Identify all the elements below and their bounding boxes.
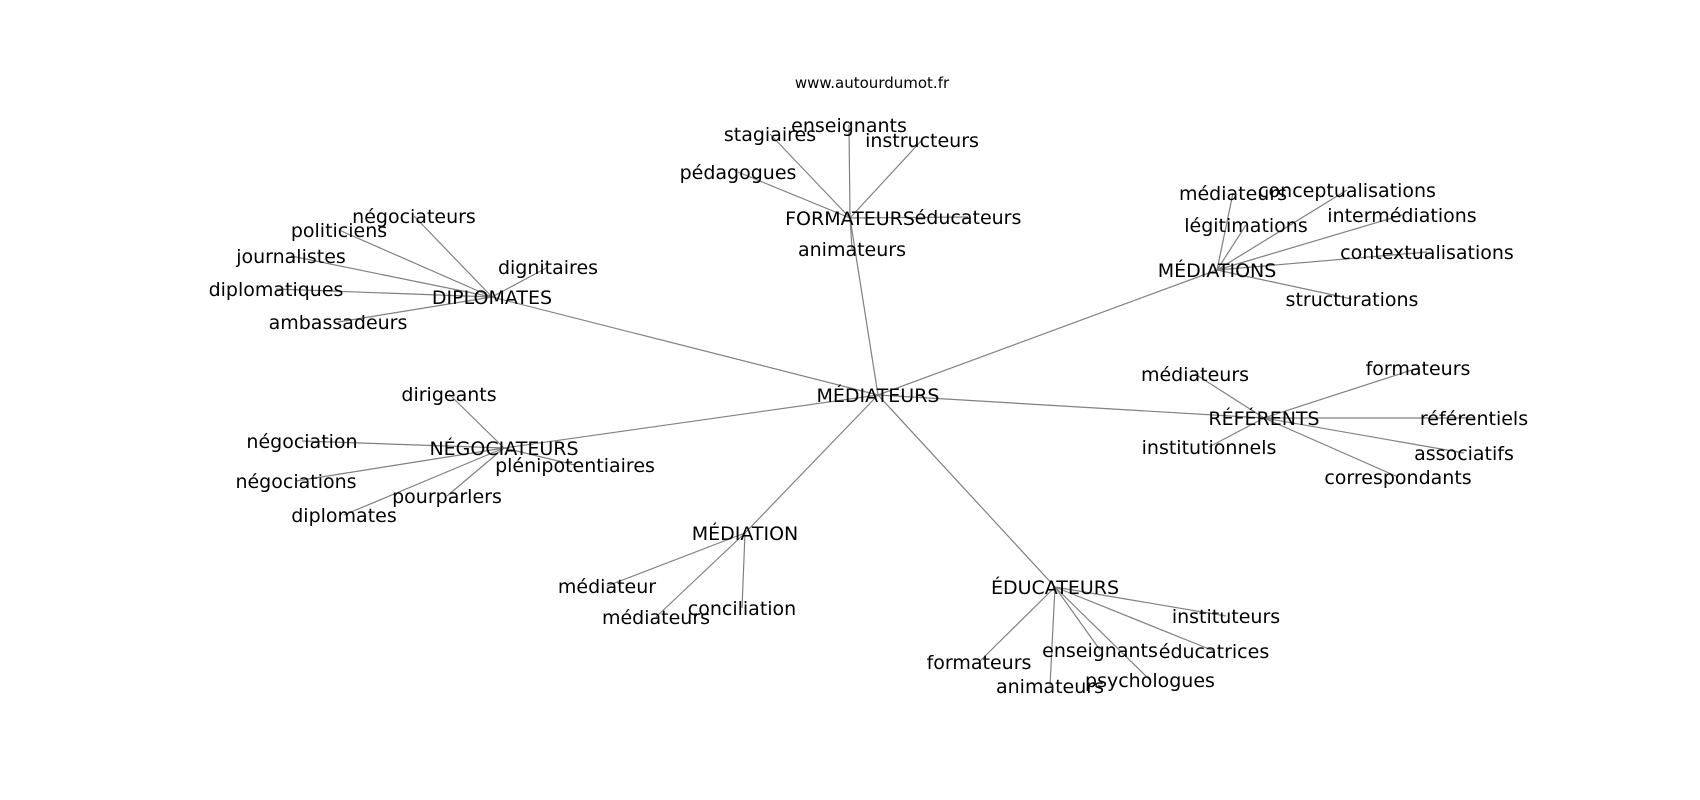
edge-hub-leaf (343, 447, 505, 516)
leaf-node: négociation (246, 431, 357, 453)
leaf-node: instituteurs (1172, 606, 1280, 628)
edge-hub-leaf (448, 393, 505, 449)
leaf-node: animateurs (798, 239, 906, 261)
edge-root-hub (877, 269, 1218, 396)
edge-hub-leaf (655, 532, 746, 618)
leaf-node: médiateurs (1179, 183, 1287, 205)
leaf-node: politiciens (291, 220, 387, 242)
edge-hub-leaf (446, 447, 505, 497)
leaf-node: structurations (1286, 289, 1419, 311)
hub-node: MÉDIATIONS (1158, 259, 1277, 282)
hub-node: RÉFÉRENTS (1208, 407, 1319, 430)
edge-hub-leaf (1054, 586, 1151, 681)
edge-hub-leaf (978, 586, 1056, 663)
leaf-node: médiateur (558, 576, 656, 598)
edge-hub-leaf (295, 447, 505, 482)
hub-node: ÉDUCATEURS (991, 576, 1119, 599)
edge-hub-leaf (275, 288, 493, 298)
edge-hub-leaf (1216, 189, 1348, 271)
edge-hub-leaf (1216, 214, 1403, 271)
leaf-node: formateurs (1366, 358, 1471, 380)
edge-hub-leaf (1054, 586, 1227, 617)
leaf-node: négociateurs (352, 206, 476, 228)
edge-hub-leaf (337, 296, 493, 323)
edges (275, 124, 1474, 687)
edge-root-hub (877, 394, 1056, 588)
edge-hub-leaf (1216, 192, 1234, 271)
leaf-node: contextualisations (1340, 242, 1514, 264)
edge-hub-leaf (737, 171, 851, 219)
leaf-node: référentiels (1420, 408, 1528, 430)
leaf-node: pédagogues (680, 162, 797, 184)
edge-hub-leaf (1263, 367, 1419, 419)
edge-root-hub (849, 217, 879, 396)
labels: MÉDIATEURSFORMATEURSstagiairesenseignant… (209, 115, 1529, 698)
edge-hub-leaf (1216, 251, 1428, 271)
edge-hub-leaf (1194, 373, 1265, 419)
edge-root-hub (744, 394, 879, 534)
leaf-node: médiateurs (1141, 364, 1249, 386)
leaf-node: ambassadeurs (269, 312, 408, 334)
edge-hub-leaf (503, 447, 576, 466)
edge-root-hub (877, 394, 1265, 419)
edge-root-hub (503, 394, 879, 449)
edge-hub-leaf (1054, 586, 1101, 651)
leaf-node: intermédiations (1327, 205, 1476, 227)
edge-hub-leaf (1216, 269, 1353, 300)
leaf-node: médiateurs (602, 607, 710, 629)
leaf-node: négociations (235, 471, 356, 493)
leaf-node: dignitaires (498, 257, 598, 279)
leaf-node: stagiaires (724, 124, 816, 146)
leaf-node: formateurs (927, 652, 1032, 674)
leaf-node: diplomatiques (209, 279, 344, 301)
edge-hub-leaf (413, 215, 493, 298)
edge-hub-leaf (1054, 586, 1215, 652)
leaf-node: dirigeants (401, 384, 496, 406)
leaf-node: conceptualisations (1258, 180, 1436, 202)
leaf-node: diplomates (291, 505, 397, 527)
leaf-node: psychologues (1085, 670, 1215, 692)
hub-node: DIPLOMATES (432, 287, 552, 309)
hub-node: NÉGOCIATEURS (429, 437, 578, 460)
hub-node: FORMATEURS (785, 208, 915, 230)
root-node: MÉDIATEURS (817, 384, 940, 407)
edge-hub-leaf (1263, 417, 1465, 454)
edge-hub-leaf (1208, 417, 1265, 448)
edge-hub-leaf (741, 532, 746, 609)
leaf-node: éducateurs (915, 207, 1022, 229)
edge-hub-leaf (849, 216, 969, 219)
edge-hub-leaf (1049, 586, 1056, 687)
edge-hub-leaf (849, 217, 853, 250)
leaf-node: éducatrices (1159, 641, 1269, 663)
edge-hub-leaf (1216, 224, 1247, 271)
leaf-node: institutionnels (1142, 437, 1277, 459)
edge-hub-leaf (606, 532, 746, 587)
edge-hub-leaf (301, 440, 505, 449)
edge-hub-leaf (338, 229, 493, 298)
leaf-node: pourparlers (392, 486, 502, 508)
leaf-node: enseignants (1042, 640, 1158, 662)
edge-hub-leaf (848, 124, 851, 219)
edge-hub-leaf (491, 266, 549, 298)
leaf-node: journalistes (235, 246, 346, 268)
hub-node: MÉDIATION (692, 522, 799, 545)
leaf-node: enseignants (791, 115, 907, 137)
edge-root-hub (491, 296, 879, 396)
leaf-node: associatifs (1414, 443, 1514, 465)
leaf-node: instructeurs (865, 130, 979, 152)
source-label: www.autourdumot.fr (795, 74, 950, 92)
edge-hub-leaf (849, 139, 923, 219)
edge-hub-leaf (1263, 417, 1399, 478)
leaf-node: conciliation (688, 598, 796, 620)
leaf-node: légitimations (1184, 215, 1307, 237)
leaf-node: plénipotentiaires (495, 455, 655, 477)
edge-hub-leaf (290, 255, 493, 298)
leaf-node: correspondants (1324, 467, 1471, 489)
edge-hub-leaf (769, 133, 851, 219)
leaf-node: animateurs (996, 676, 1104, 698)
